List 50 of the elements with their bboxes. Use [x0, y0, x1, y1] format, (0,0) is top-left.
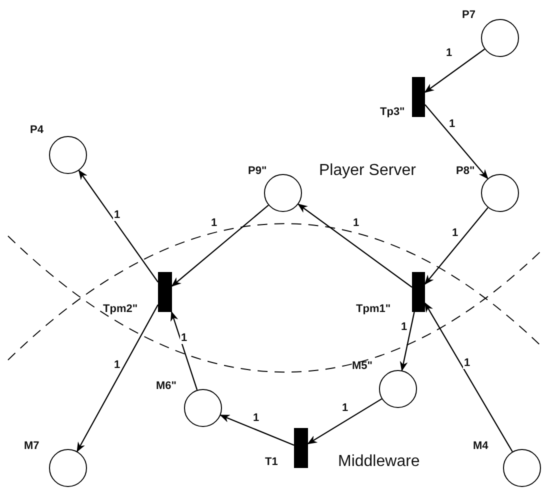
transition-bar: [412, 272, 425, 312]
arc-arrow: [424, 48, 485, 93]
edge-label: 1: [113, 360, 122, 371]
transition-label: Tpm1": [356, 304, 391, 315]
arc-arrow: [76, 304, 159, 452]
region-label: Middleware: [338, 454, 420, 470]
place-circle: [264, 174, 302, 212]
place-circle: [184, 389, 222, 427]
edge-label: 1: [463, 358, 472, 369]
place-label: P7: [462, 10, 476, 21]
edge-label: 1: [445, 48, 454, 59]
transition-label: T1: [265, 457, 278, 468]
edge-label: 1: [341, 403, 350, 414]
place-circle: [49, 136, 87, 174]
edge-label: 1: [451, 228, 460, 239]
place-label: M7: [24, 441, 40, 452]
transition-bar: [158, 272, 172, 312]
place-label: P9": [248, 166, 267, 177]
edge-label: 1: [400, 322, 408, 333]
edge-label: 1: [113, 210, 122, 221]
arc-arrow: [78, 170, 158, 282]
transition-bar: [294, 428, 308, 468]
transition-bar: [412, 77, 425, 117]
arc-arrow: [424, 302, 513, 452]
arc-arrow: [307, 398, 382, 444]
edge-label: 1: [352, 218, 360, 229]
place-label: P8": [456, 166, 475, 177]
arc-arrow: [171, 204, 269, 287]
place-label: M5": [352, 361, 372, 372]
arc-arrow: [400, 312, 415, 372]
arc-arrow: [170, 311, 198, 390]
edge-label: 1: [252, 413, 260, 424]
edge-label: 1: [210, 218, 218, 229]
arc-arrow: [220, 414, 294, 446]
region-label: Player Server: [319, 163, 416, 179]
edge-label: 1: [180, 333, 188, 344]
place-label: M4: [473, 441, 488, 452]
place-circle: [49, 449, 87, 487]
transition-label: Tp3": [380, 107, 405, 118]
transition-label: Tpm2": [103, 304, 138, 315]
place-circle: [481, 174, 519, 212]
arc-arrow: [298, 204, 412, 288]
place-label: M6": [156, 381, 176, 392]
place-circle: [379, 370, 417, 408]
place-circle: [503, 449, 541, 487]
place-circle: [481, 19, 519, 57]
place-label: P4: [30, 125, 44, 136]
arc-arrow: [424, 104, 488, 180]
arc-arrow: [424, 207, 488, 285]
edge-label: 1: [448, 119, 456, 130]
